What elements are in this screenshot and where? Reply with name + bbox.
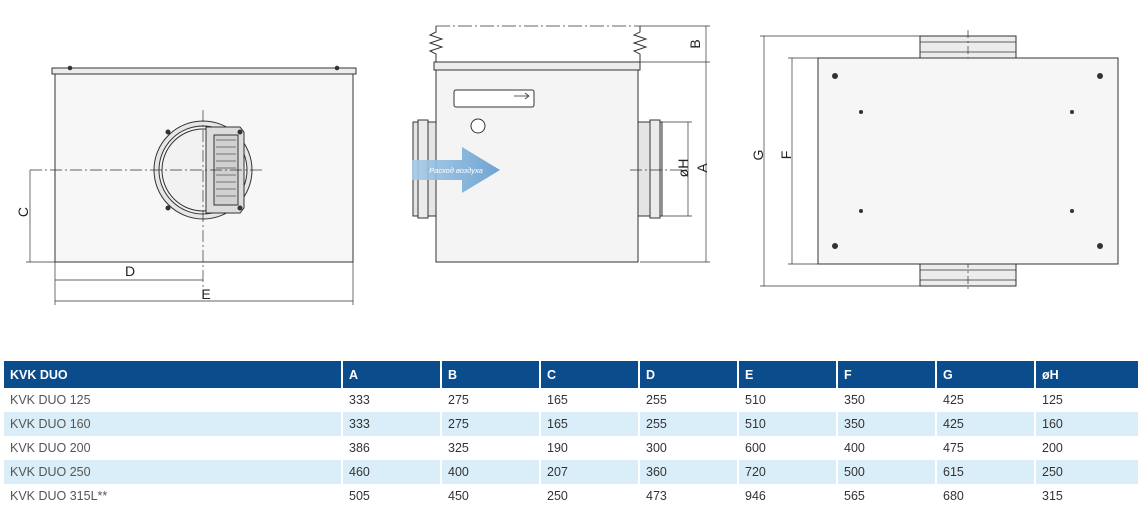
column-header: G [936,361,1036,388]
table-cell: 400 [837,436,937,460]
table-cell: KVK DUO 250 [4,460,343,484]
table-cell: 190 [540,436,640,460]
table-cell: 125 [1035,388,1138,412]
dim-label-b: B [687,39,703,48]
table-cell: 315 [1035,484,1138,508]
table-cell: 275 [441,388,541,412]
table-row: KVK DUO 125 333 275 165 255 510 350 425 … [4,388,1138,412]
table-row: KVK DUO 250 460 400 207 360 720 500 615 … [4,460,1138,484]
table-row: KVK DUO 200 386 325 190 300 600 400 475 … [4,436,1138,460]
dim-label-c: C [15,207,31,217]
column-header: B [441,361,541,388]
top-view [760,30,1119,292]
table-cell: 680 [936,484,1036,508]
dim-label-d: D [125,263,135,279]
column-header: E [738,361,838,388]
dim-label-a: A [694,163,710,173]
dim-label-e: E [201,286,210,302]
table-header-row: KVK DUO A B C D E F G øH [4,361,1138,388]
table-cell: 510 [738,412,838,436]
table-cell: KVK DUO 125 [4,388,343,412]
table-cell: 350 [837,412,937,436]
table-cell: 386 [342,436,442,460]
table-cell: 255 [639,412,739,436]
column-header: A [342,361,442,388]
column-header: F [837,361,937,388]
table-cell: 460 [342,460,442,484]
dimensions-table: KVK DUO A B C D E F G øH KVK DUO 125 333… [4,361,1138,508]
column-header: øH [1035,361,1138,388]
column-header: KVK DUO [4,361,343,388]
dim-label-f: F [778,151,794,160]
table-cell: 450 [441,484,541,508]
dim-label-h: øH [675,159,691,178]
table-cell: 300 [639,436,739,460]
table-cell: KVK DUO 200 [4,436,343,460]
top-view-fasteners [832,73,1103,249]
table-cell: 160 [1035,412,1138,436]
table-cell: 207 [540,460,640,484]
table-cell: 325 [441,436,541,460]
table-cell: 165 [540,412,640,436]
dim-label-g: G [750,150,766,161]
airflow-arrow-label: Расход воздуха [429,166,483,175]
table-cell: 505 [342,484,442,508]
technical-drawings: C D E Расход воздуха B A øH [15,25,1119,305]
table-cell: 255 [639,388,739,412]
table-row: KVK DUO 160 333 275 165 255 510 350 425 … [4,412,1138,436]
table-cell: 475 [936,436,1036,460]
table-cell: 400 [441,460,541,484]
side-view [412,25,710,263]
table-cell: 946 [738,484,838,508]
column-header: C [540,361,640,388]
table-cell: 565 [837,484,937,508]
table-cell: 615 [936,460,1036,484]
airflow-arrow-icon [412,147,500,193]
table-cell: 165 [540,388,640,412]
table-cell: KVK DUO 315L** [4,484,343,508]
table-cell: 360 [639,460,739,484]
table-cell: 250 [1035,460,1138,484]
table-cell: 275 [441,412,541,436]
table-row: KVK DUO 315L** 505 450 250 473 946 565 6… [4,484,1138,508]
table-cell: 425 [936,412,1036,436]
column-header: D [639,361,739,388]
table-cell: 200 [1035,436,1138,460]
table-cell: 333 [342,412,442,436]
table-cell: 720 [738,460,838,484]
table-cell: 425 [936,388,1036,412]
table-cell: 600 [738,436,838,460]
table-cell: KVK DUO 160 [4,412,343,436]
table-cell: 333 [342,388,442,412]
table-cell: 350 [837,388,937,412]
front-view [26,65,357,305]
table-cell: 250 [540,484,640,508]
table-cell: 500 [837,460,937,484]
table-cell: 473 [639,484,739,508]
table-cell: 510 [738,388,838,412]
